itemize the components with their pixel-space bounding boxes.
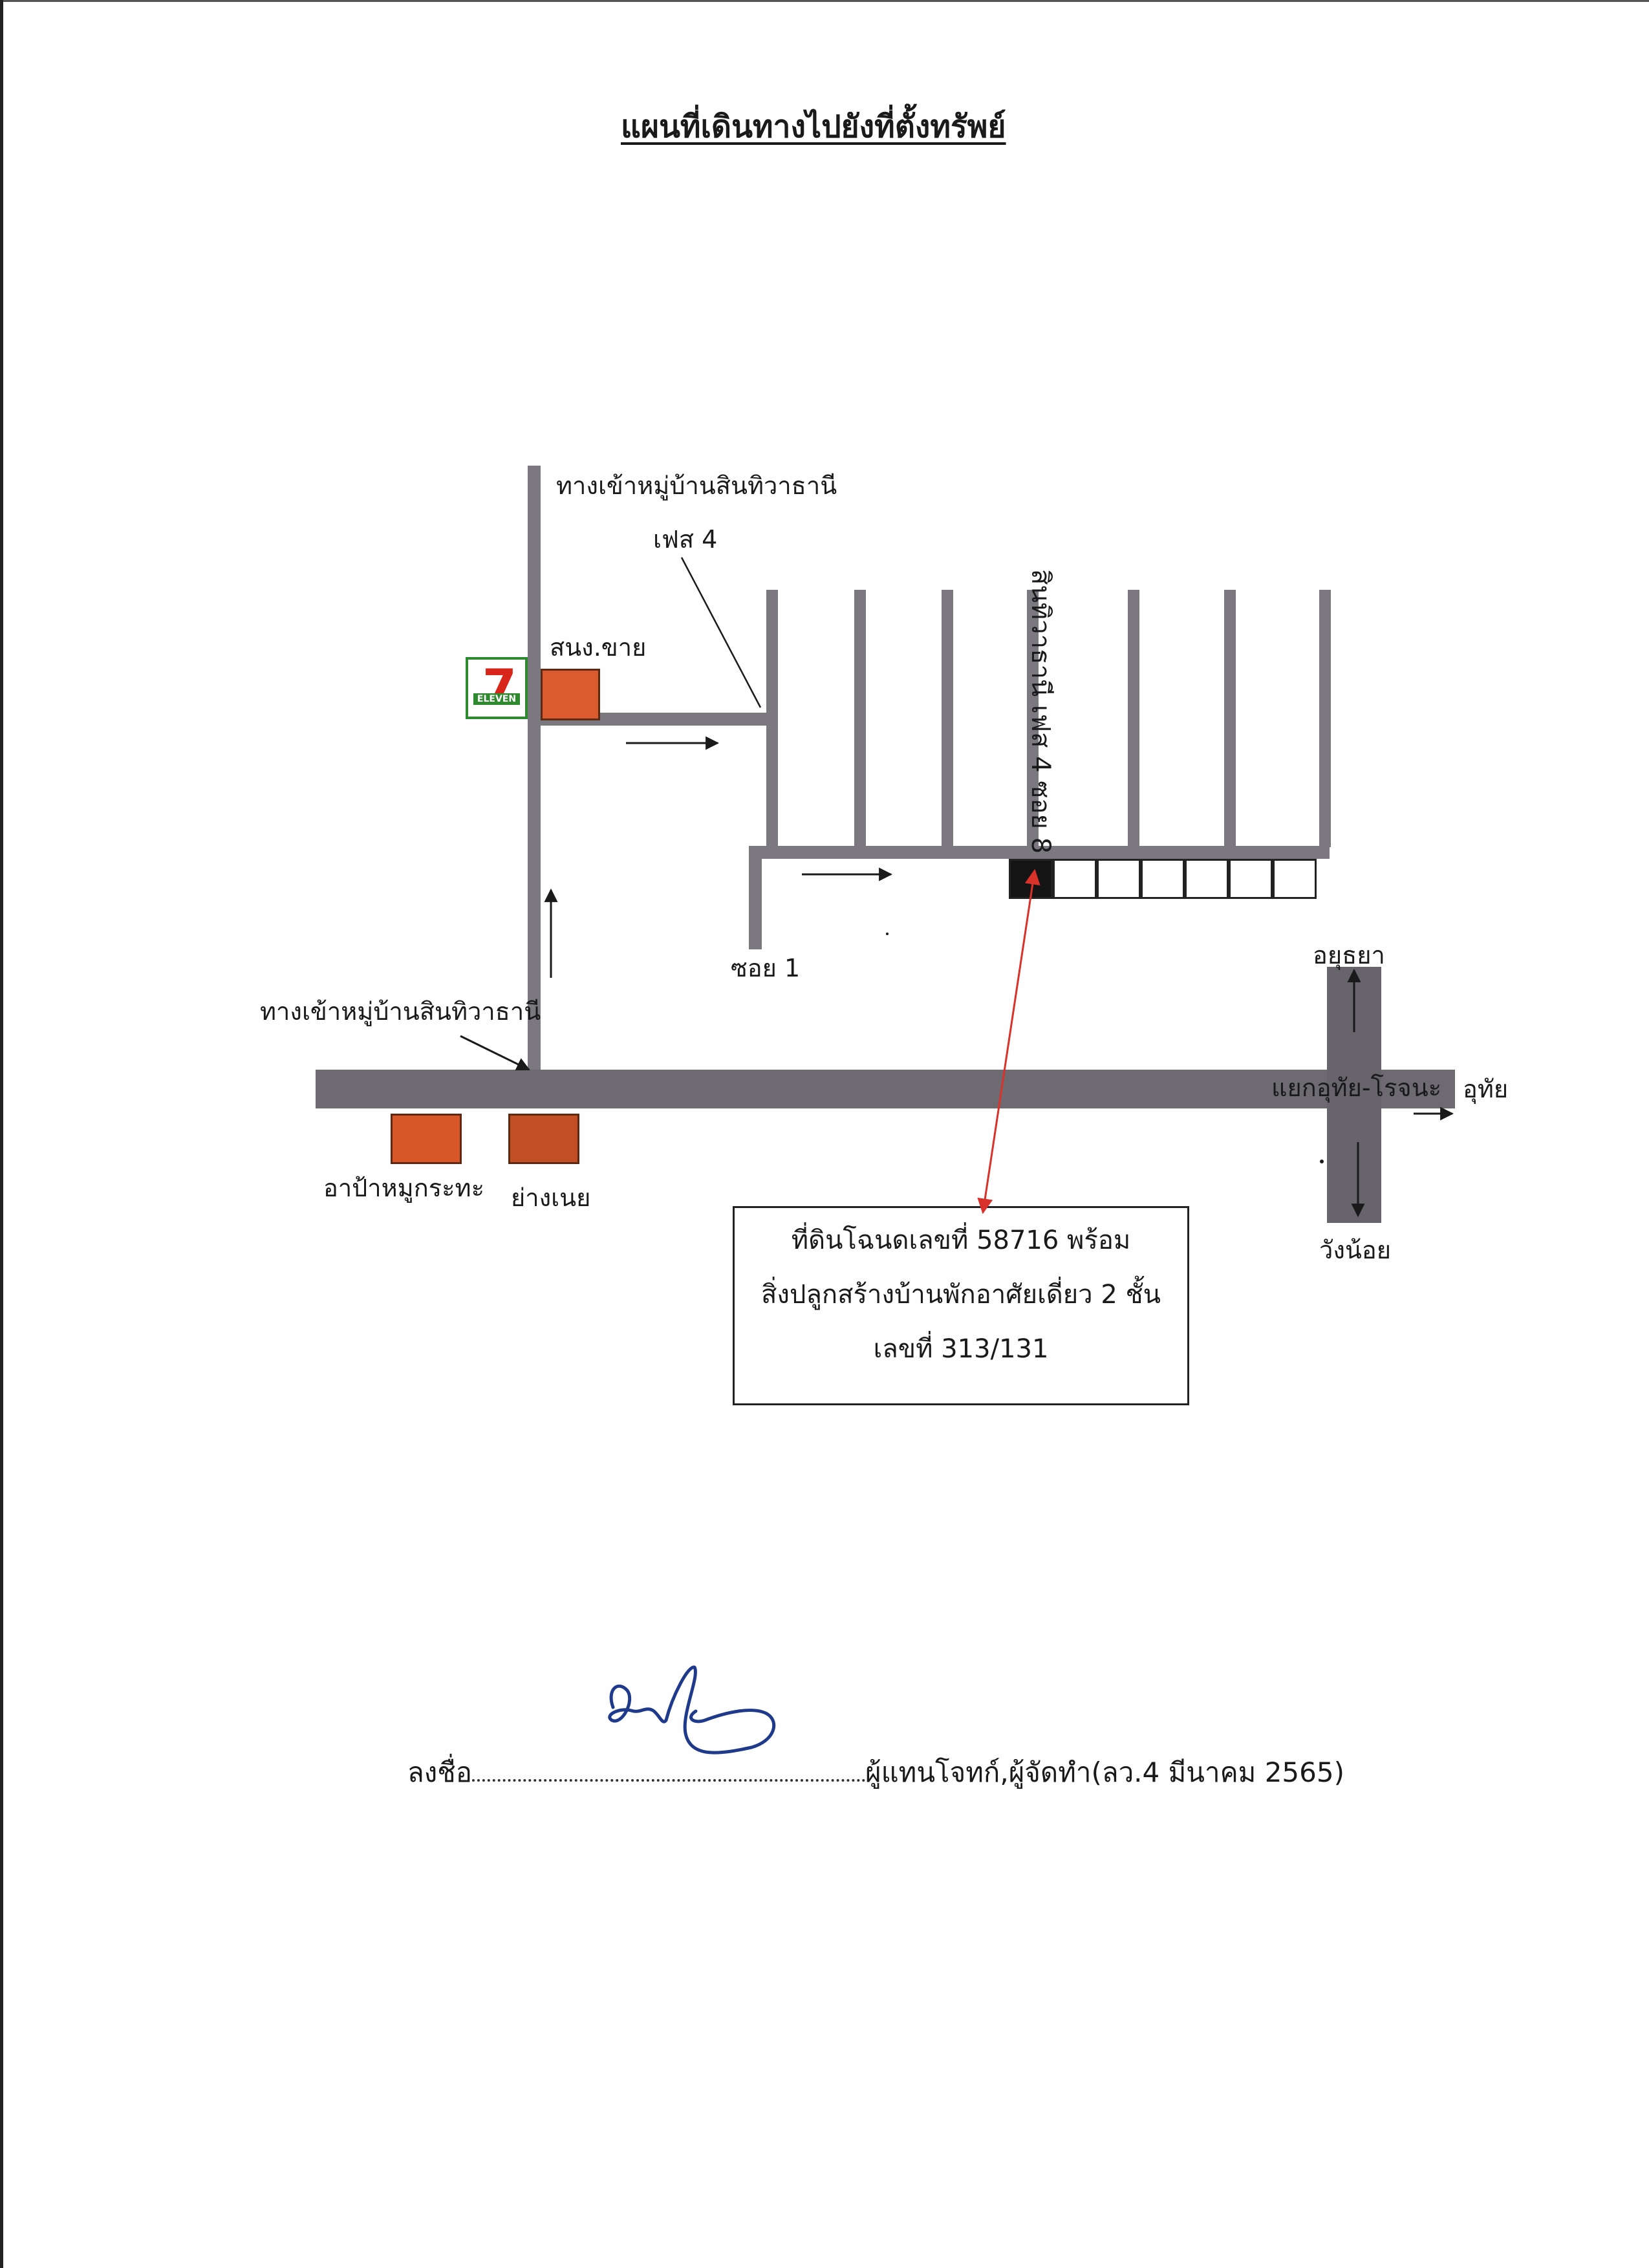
junction-center-dot (1320, 1160, 1324, 1163)
signature-suffix: ผู้แทนโจทก์,ผู้จัดทำ(ลว.4 มีนาคม 2565) (865, 1756, 1344, 1788)
neighbor-lot (1185, 859, 1229, 899)
signature-line (471, 1757, 865, 1782)
signature-scribble (608, 1665, 776, 1755)
phase-4-leader-line (680, 557, 762, 708)
neighbor-lot (1229, 859, 1273, 899)
sub-soi (1224, 590, 1236, 847)
restaurant-1-label: อาป้าหมูกระทะ (323, 1174, 485, 1202)
sub-soi (942, 590, 953, 847)
sub-soi (1319, 590, 1331, 847)
uthai-label: อุทัย (1463, 1075, 1509, 1103)
restaurant-apa-mookrata-marker (391, 1114, 462, 1164)
property-building-line: สิ่งปลูกสร้างบ้านพักอาศัยเดี่ยว 2 ชั้น (761, 1280, 1161, 1310)
entrance-top-label: ทางเข้าหมู่บ้านสินทิวาธานี (556, 471, 837, 500)
ayutthaya-label: อยุธยา (1313, 941, 1385, 969)
seven-eleven-icon: 7 ELEVEN (466, 657, 528, 719)
entrance-pointer-arrow (460, 1035, 530, 1071)
restaurant-yang-noei-marker (508, 1114, 579, 1164)
scan-edge-top (0, 0, 1649, 2)
property-pointer-line (977, 869, 1040, 1215)
signature-row: ลงชื่อ ผู้แทนโจทก์,ผู้จัดทำ(ลว.4 มีนาคม 2… (407, 1751, 1344, 1794)
neighbor-lot (1097, 859, 1141, 899)
property-deed-line: ที่ดินโฉนดเลขที่ 58716 พร้อม (791, 1226, 1131, 1255)
sales-office-marker (541, 669, 600, 720)
phase4-main-lane (749, 846, 1330, 859)
neighbor-lot (1273, 859, 1317, 899)
sub-soi-8 (1027, 590, 1039, 847)
soi-1-road (749, 846, 762, 949)
neighbor-lot (1141, 859, 1185, 899)
property-house-number-line: เลขที่ 313/131 (873, 1334, 1049, 1364)
sales-office-label: สนง.ขาย (550, 633, 647, 662)
main-road (316, 1070, 1455, 1108)
entrance-main-label: ทางเข้าหมู่บ้านสินทิวาธานี (260, 997, 541, 1026)
property-info-box: ที่ดินโฉนดเลขที่ 58716 พร้อม สิ่งปลูกสร้… (733, 1206, 1189, 1405)
wang-noi-label: วังน้อย (1319, 1236, 1391, 1264)
page-title: แผนที่เดินทางไปยังที่ตั้งทรัพย์ (621, 109, 1006, 145)
neighbor-lot (1053, 859, 1097, 899)
soi-1-label: ซอย 1 (731, 954, 801, 982)
phase-4-label: เฟส 4 (653, 525, 718, 554)
village-entrance-road (528, 466, 541, 1070)
seven-eleven-eleven-glyph: ELEVEN (473, 693, 520, 705)
soi-8-dot (886, 933, 889, 935)
seven-eleven-seven-glyph: 7 (482, 658, 517, 716)
sub-soi (854, 590, 866, 847)
sub-soi (766, 590, 778, 847)
sub-soi (1128, 590, 1139, 847)
signature-prefix: ลงชื่อ (407, 1756, 472, 1788)
scan-edge-left (0, 0, 3, 2268)
restaurant-2-label: ย่างเนย (511, 1183, 591, 1212)
junction-label: แยกอุทัย-โรจนะ (1271, 1074, 1442, 1102)
